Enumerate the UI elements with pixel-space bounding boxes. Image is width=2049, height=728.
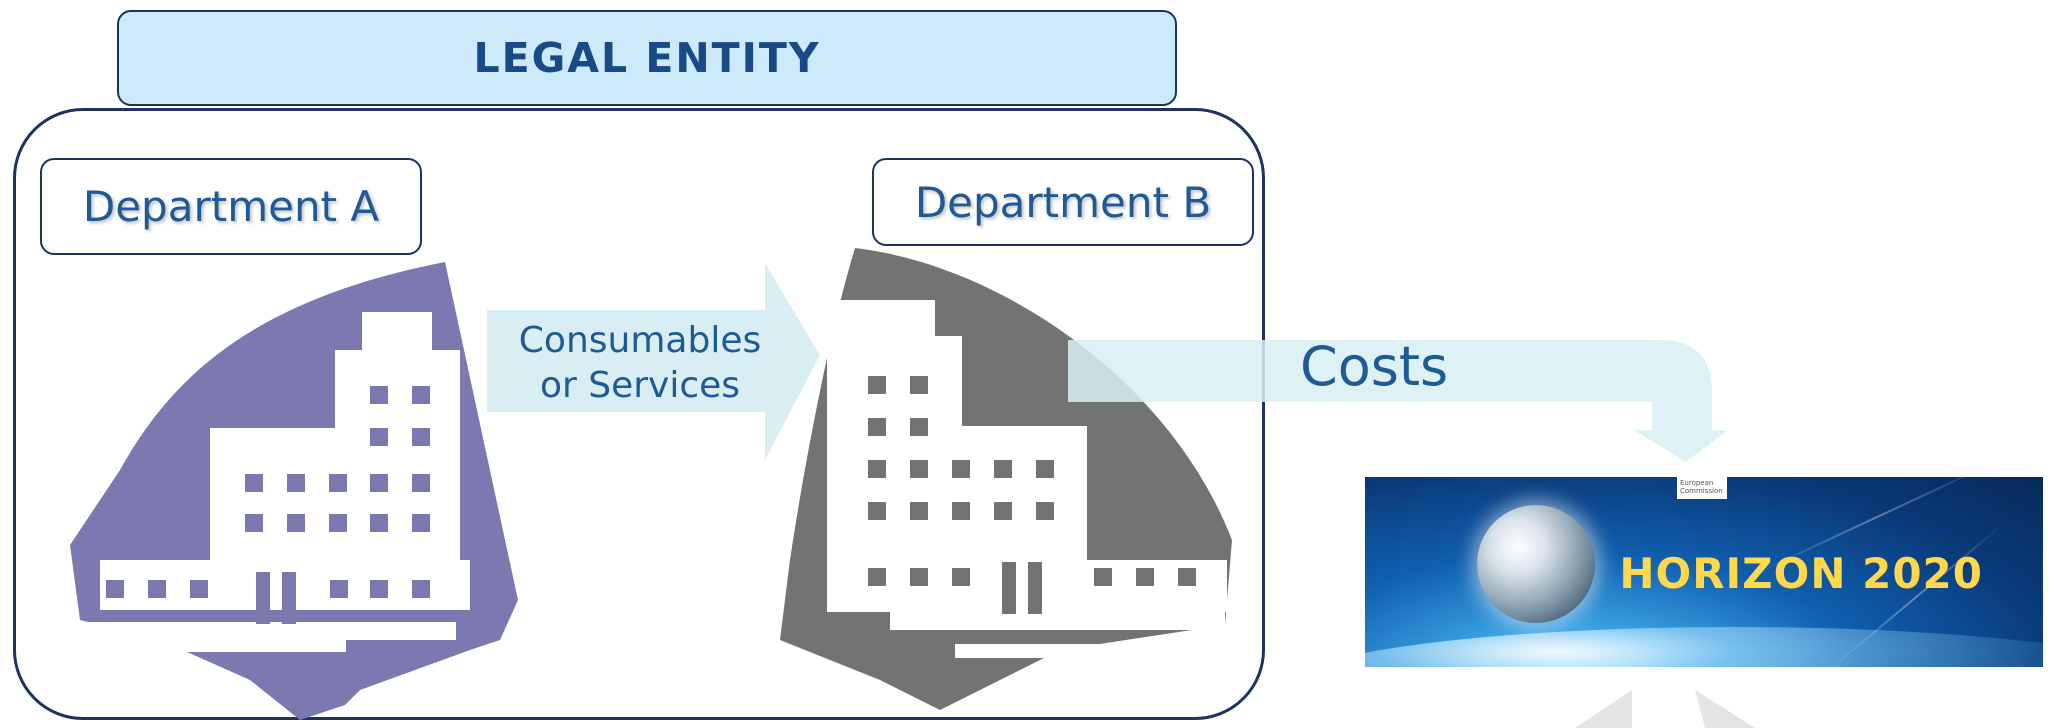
building-b-icon xyxy=(780,248,1232,710)
badge-line-1: European xyxy=(1680,479,1714,487)
banner-title: HORIZON 2020 xyxy=(1619,549,1983,598)
department-b-label: Department B xyxy=(872,158,1254,246)
planet-glow xyxy=(1365,627,2043,667)
legal-entity-container xyxy=(13,108,1265,720)
consumables-arrow-icon xyxy=(487,263,820,460)
globe-icon xyxy=(1477,505,1595,623)
costs-label: Costs xyxy=(1300,335,1449,398)
department-a-label: Department A xyxy=(40,158,422,255)
building-a-icon xyxy=(70,262,518,720)
european-commission-badge: European Commission xyxy=(1677,477,1727,499)
badge-line-2: Commission xyxy=(1680,487,1723,495)
costs-arrow-icon xyxy=(1068,340,1728,462)
legal-entity-header: LEGAL ENTITY xyxy=(117,10,1177,106)
consumables-label: Consumables xyxy=(518,320,762,361)
services-label: or Services xyxy=(539,365,741,406)
banner-reflection-icon xyxy=(1575,690,1755,728)
horizon-2020-banner: European Commission HORIZON 2020 xyxy=(1365,477,2043,667)
